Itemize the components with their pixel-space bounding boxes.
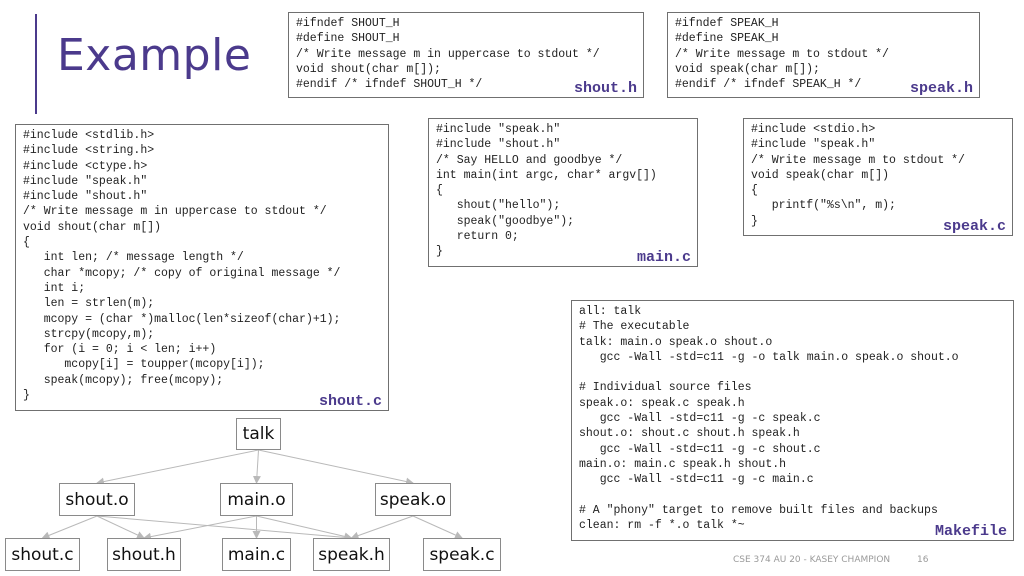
node-talk: talk <box>236 418 281 450</box>
code-box-shout-h: #ifndef SHOUT_H #define SHOUT_H /* Write… <box>288 12 644 98</box>
edge-talk-to-main_o <box>252 449 261 484</box>
code-box-makefile: all: talk # The executable talk: main.o … <box>571 300 1014 541</box>
file-label-shout-h: shout.h <box>573 79 637 97</box>
code-text: #include "speak.h" #include "shout.h" /*… <box>436 123 657 259</box>
edge-shout_o-to-speak_h <box>96 515 353 542</box>
code-text: #ifndef SPEAK_H #define SPEAK_H /* Write… <box>675 17 889 92</box>
file-label-speak-h: speak.h <box>909 79 973 97</box>
code-text: #ifndef SHOUT_H #define SHOUT_H /* Write… <box>296 17 600 92</box>
node-speak-o: speak.o <box>375 483 451 516</box>
node-speak-c: speak.c <box>423 538 501 571</box>
edge-talk-to-shout_o <box>96 449 259 486</box>
edge-speak_o-to-speak_c <box>412 515 463 539</box>
code-text: #include <stdlib.h> #include <string.h> … <box>23 129 341 403</box>
page-number: 16 <box>917 555 929 565</box>
file-label-makefile: Makefile <box>934 522 1007 540</box>
code-box-shout-c: #include <stdlib.h> #include <string.h> … <box>15 124 389 411</box>
file-label-shout-c: shout.c <box>318 392 382 410</box>
edge-main_o-to-shout_h <box>143 515 257 541</box>
node-main-c: main.c <box>222 538 291 571</box>
footer-text: CSE 374 AU 20 - KASEY CHAMPION <box>733 555 891 565</box>
code-box-main-c: #include "speak.h" #include "shout.h" /*… <box>428 118 698 267</box>
edge-main_o-to-speak_h <box>256 515 353 541</box>
edge-shout_o-to-shout_h <box>96 515 145 539</box>
node-shout-c: shout.c <box>5 538 80 571</box>
code-box-speak-c: #include <stdio.h> #include "speak.h" /*… <box>743 118 1013 236</box>
title-accent-bar <box>35 14 37 114</box>
edge-talk-to-speak_o <box>258 449 414 486</box>
code-text: all: talk # The executable talk: main.o … <box>579 305 959 533</box>
node-shout-o: shout.o <box>59 483 135 516</box>
file-label-main-c: main.c <box>636 248 691 266</box>
edge-speak_o-to-speak_h <box>350 515 414 540</box>
file-label-speak-c: speak.c <box>942 217 1006 235</box>
node-shout-h: shout.h <box>107 538 181 571</box>
node-speak-h: speak.h <box>313 538 390 571</box>
node-main-o: main.o <box>220 483 293 516</box>
edge-shout_o-to-shout_c <box>41 515 98 540</box>
code-box-speak-h: #ifndef SPEAK_H #define SPEAK_H /* Write… <box>667 12 980 98</box>
code-text: #include <stdio.h> #include "speak.h" /*… <box>751 123 965 228</box>
slide-title: Example <box>57 30 252 81</box>
